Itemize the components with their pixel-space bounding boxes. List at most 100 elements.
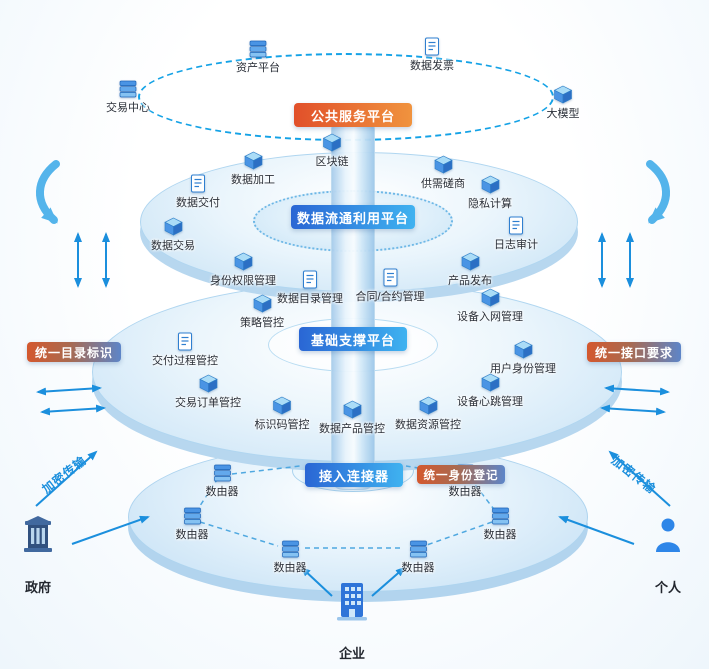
swoosh-arrow-right [646,160,670,224]
node-label: 交易订单管控 [175,397,241,409]
node-label: 数由器 [273,562,307,574]
doc-icon [424,36,440,56]
node-routers: 数由器 [206,462,239,499]
encrypt-arrow-left [35,450,98,507]
doc-icon [382,267,398,287]
node-layer3: 标识码管控 [255,395,310,432]
node-label: 数据目录管理 [277,293,343,305]
cube-icon [163,216,183,236]
enterprise-building-icon [334,580,370,627]
node-label: 数据交易 [151,240,195,252]
doc-icon [302,269,318,289]
banner-unified-interface-requirement: 统一接口要求 [587,342,681,362]
node-label: 标识码管控 [254,419,310,431]
node-label: 数据产品管控 [319,423,385,435]
node-label: 用户身份管理 [490,363,556,375]
node-label: 数据加工 [231,174,275,186]
h-double-arrow-left-2 [40,404,106,416]
node-routers: 数由器 [274,538,307,575]
node-label: 产品发布 [448,275,492,287]
node-label: 设备心跳管理 [457,396,523,408]
doc-icon [508,215,524,235]
cube-icon [243,150,263,170]
encrypt-arrow-right [608,450,671,507]
node-layer3: 策略管控 [240,293,284,330]
h-double-arrow-right-1 [604,384,670,396]
h-double-arrow-left-1 [36,384,102,396]
doc-icon [177,331,193,351]
node-layer2: 数据交易 [151,216,195,253]
cube-icon [480,372,500,392]
entity-enterprise: 企业 [334,580,370,662]
node-label: 交付过程管控 [152,355,218,367]
node-label: 数据交付 [176,197,220,209]
cube-icon [433,154,453,174]
node-label: 数由器 [401,562,435,574]
banner-public-service-platform: 公共服务平台 [294,103,412,127]
node-label: 数由器 [205,486,239,498]
entity-individual: 个人 [652,516,684,596]
doc-icon [190,173,206,193]
node-layer2: 数据加工 [231,150,275,187]
node-label: 隐私计算 [468,198,512,210]
node-layer3: 设备心跳管理 [457,372,523,409]
node-label: 策略管控 [240,317,284,329]
node-top-ring: 资产平台 [236,38,280,75]
node-layer3: 用户身份管理 [490,339,556,376]
banner-data-circulation-platform: 数据流通利用平台 [291,205,415,229]
node-layer2: 数据交付 [176,173,220,210]
cube-icon [480,174,500,194]
node-label: 数据发票 [410,60,454,72]
enterprise-arrow-left [300,566,333,597]
node-routers: 数由器 [402,538,435,575]
government-building-icon [22,516,54,561]
node-label: 数由器 [175,529,209,541]
server-icon [118,78,138,98]
entity-label: 企业 [338,646,365,661]
h-double-arrow-right-2 [600,404,666,416]
server-icon [248,38,268,58]
cube-icon [460,251,480,271]
server-icon [408,538,428,558]
node-top-ring: 数据发票 [410,36,454,73]
node-label: 数据资源管控 [395,419,461,431]
node-label: 日志审计 [494,239,538,251]
node-top-ring: 大模型 [547,84,580,121]
cube-icon [513,339,533,359]
node-label: 身份权限管理 [210,275,276,287]
cube-icon [553,84,573,104]
central-column [331,118,375,490]
node-routers: 数由器 [176,505,209,542]
server-icon [212,462,232,482]
cube-icon [198,373,218,393]
cube-icon [272,395,292,415]
node-layer2: 区块链 [316,132,349,169]
node-label: 数由器 [448,486,482,498]
entity-label: 政府 [24,580,51,595]
node-label: 设备入网管理 [457,311,523,323]
node-layer2: 产品发布 [448,251,492,288]
cube-icon [322,132,342,152]
node-label: 数由器 [483,529,517,541]
node-label: 资产平台 [236,62,280,74]
node-label: 合同/合约管理 [355,291,425,303]
cube-icon [418,395,438,415]
server-icon [182,505,202,525]
banner-base-support-platform: 基础支撑平台 [299,327,407,351]
node-label: 供需磋商 [421,178,465,190]
cube-icon [480,287,500,307]
cube-icon [342,399,362,419]
node-layer3: 设备入网管理 [457,287,523,324]
banner-unified-identity-registration: 统一身份登记 [417,465,505,484]
node-layer2: 数据目录管理 [277,269,343,306]
banner-unified-catalog-identifier: 统一目录标识 [27,342,121,362]
node-layer3: 数据产品管控 [319,399,385,436]
cube-icon [233,251,253,271]
node-layer3: 数据资源管控 [395,395,461,432]
node-layer3: 交易订单管控 [175,373,241,410]
node-routers: 数由器 [484,505,517,542]
node-layer2: 身份权限管理 [210,251,276,288]
router-network-dashed-lines [195,465,497,549]
node-layer2: 供需磋商 [421,154,465,191]
